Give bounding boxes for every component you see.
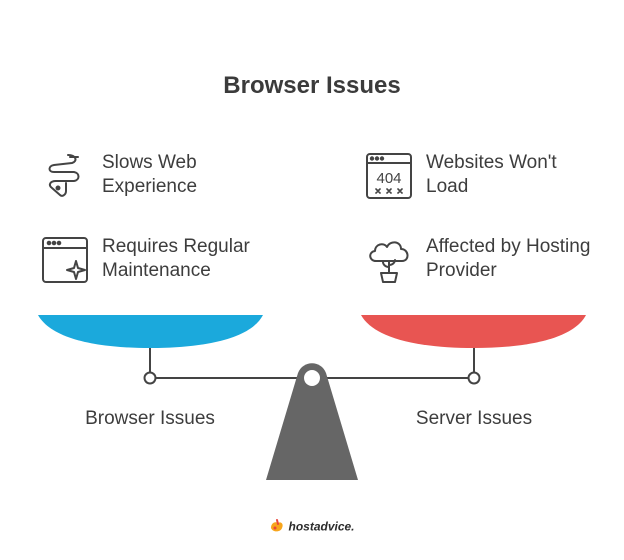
left-item-maintenance: Requires Regular Maintenance	[40, 235, 272, 285]
right-item-label: Affected by Hosting Provider	[426, 236, 591, 281]
snail-icon	[40, 151, 90, 201]
fulcrum	[266, 363, 358, 480]
left-pan	[38, 315, 263, 348]
brand-footer: hostadvice.	[0, 518, 624, 537]
brand-text: hostadvice.	[288, 519, 355, 534]
left-joint	[143, 371, 157, 385]
cloud-plant-icon	[364, 235, 414, 285]
browser-window-sparkle-icon	[40, 235, 90, 285]
right-joint	[467, 371, 481, 385]
hostadvice-logo-icon	[269, 518, 285, 537]
page-title: Browser Issues	[223, 72, 401, 99]
left-item-slow-web: Slows Web Experience	[40, 151, 272, 201]
left-item-label: Requires Regular Maintenance	[102, 236, 250, 281]
right-item-wont-load: 404 Websites Won't Load	[364, 151, 596, 201]
right-item-hosting: Affected by Hosting Provider	[364, 235, 596, 285]
fulcrum-pivot	[304, 370, 320, 386]
svg-text:404: 404	[376, 170, 401, 187]
left-pan-label: Browser Issues	[85, 408, 215, 429]
error-404-icon: 404	[364, 151, 414, 201]
right-pan-label: Server Issues	[415, 408, 533, 429]
right-item-label: Websites Won't Load	[426, 152, 557, 197]
left-item-label: Slows Web Experience	[102, 152, 198, 197]
right-pan	[361, 315, 586, 348]
